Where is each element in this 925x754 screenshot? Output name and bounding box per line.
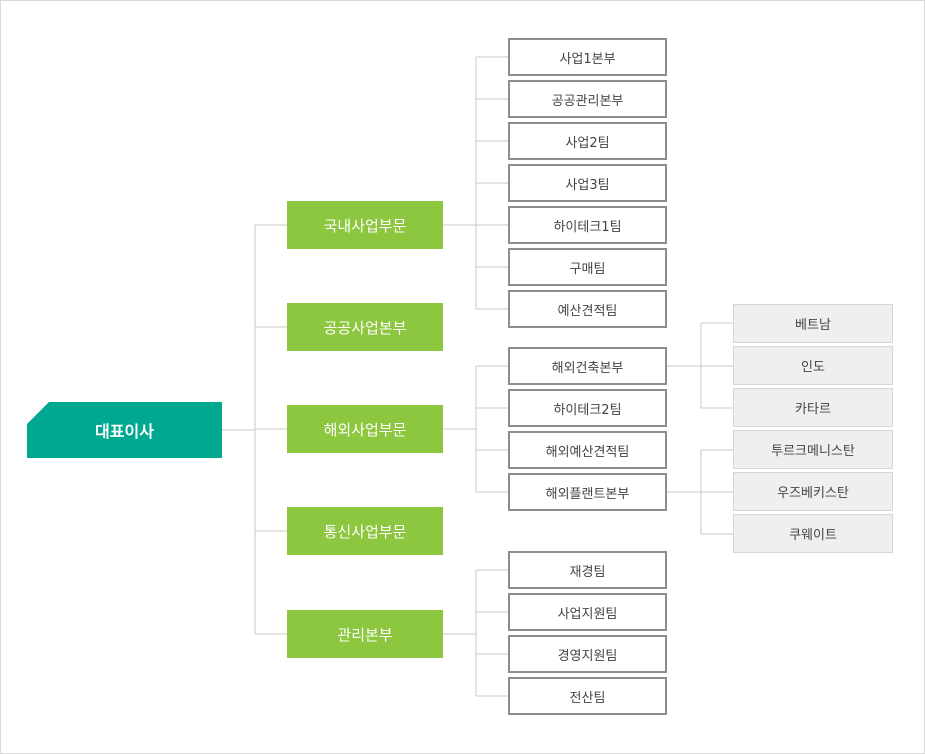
division-overseas: 해외사업부문 — [287, 405, 443, 453]
region-node: 우즈베키스탄 — [733, 472, 893, 511]
team-node: 경영지원팀 — [508, 635, 667, 673]
division-public: 공공사업본부 — [287, 303, 443, 351]
division-telecom: 통신사업부문 — [287, 507, 443, 555]
team-node: 해외건축본부 — [508, 347, 667, 385]
region-node: 쿠웨이트 — [733, 514, 893, 553]
region-node: 카타르 — [733, 388, 893, 427]
team-node: 하이테크1팀 — [508, 206, 667, 244]
team-node: 해외예산견적팀 — [508, 431, 667, 469]
team-node: 구매팀 — [508, 248, 667, 286]
team-node: 사업2팀 — [508, 122, 667, 160]
team-node: 공공관리본부 — [508, 80, 667, 118]
team-node: 해외플랜트본부 — [508, 473, 667, 511]
region-node: 투르크메니스탄 — [733, 430, 893, 469]
division-domestic: 국내사업부문 — [287, 201, 443, 249]
region-node: 인도 — [733, 346, 893, 385]
team-node: 전산팀 — [508, 677, 667, 715]
team-node: 사업3팀 — [508, 164, 667, 202]
region-node: 베트남 — [733, 304, 893, 343]
team-node: 재경팀 — [508, 551, 667, 589]
division-admin: 관리본부 — [287, 610, 443, 658]
ceo-node: 대표이사 — [27, 402, 222, 458]
team-node: 사업1본부 — [508, 38, 667, 76]
team-node: 사업지원팀 — [508, 593, 667, 631]
team-node: 하이테크2팀 — [508, 389, 667, 427]
team-node: 예산견적팀 — [508, 290, 667, 328]
